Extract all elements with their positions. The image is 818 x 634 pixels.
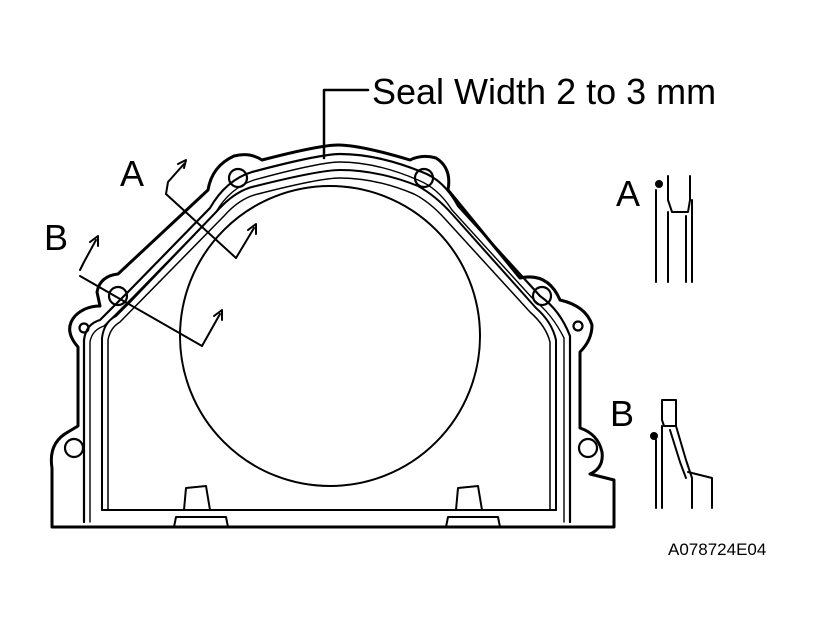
pin-hole bbox=[78, 322, 90, 334]
boss-left bbox=[183, 485, 211, 511]
boss-right bbox=[455, 485, 483, 511]
detail-a-section bbox=[655, 175, 693, 283]
detail-b-label: B bbox=[610, 393, 635, 434]
sealant-bead bbox=[82, 152, 572, 524]
bolt-hole bbox=[413, 167, 435, 189]
inner-wall bbox=[101, 169, 557, 511]
detail-a-label: A bbox=[616, 173, 641, 214]
retainer-outline bbox=[49, 143, 616, 529]
sealant-bead-b bbox=[650, 432, 658, 440]
inner-wall-offset bbox=[107, 177, 551, 511]
bolt-holes bbox=[63, 167, 599, 459]
detail-b-section bbox=[650, 399, 713, 509]
seal-width-label: Seal Width 2 to 3 mm bbox=[372, 71, 717, 112]
bolt-hole bbox=[107, 285, 129, 307]
section-cut-a bbox=[165, 159, 257, 259]
section-cut-b bbox=[79, 235, 223, 347]
bolt-hole bbox=[227, 167, 249, 189]
sealant-bead-a bbox=[655, 180, 663, 188]
bolt-hole bbox=[577, 437, 599, 459]
pin-hole bbox=[572, 320, 584, 332]
bottom-tab-right bbox=[445, 516, 501, 528]
bolt-hole bbox=[531, 285, 553, 307]
seal-width-leader bbox=[322, 88, 370, 160]
bolt-hole bbox=[63, 437, 85, 459]
bottom-tab-left bbox=[173, 516, 229, 528]
callout-a: A bbox=[120, 153, 145, 194]
crankshaft-bore bbox=[179, 185, 481, 487]
figure-code: A078724E04 bbox=[668, 540, 767, 559]
sealant-bead-inner bbox=[89, 161, 565, 523]
callout-b: B bbox=[44, 217, 69, 258]
